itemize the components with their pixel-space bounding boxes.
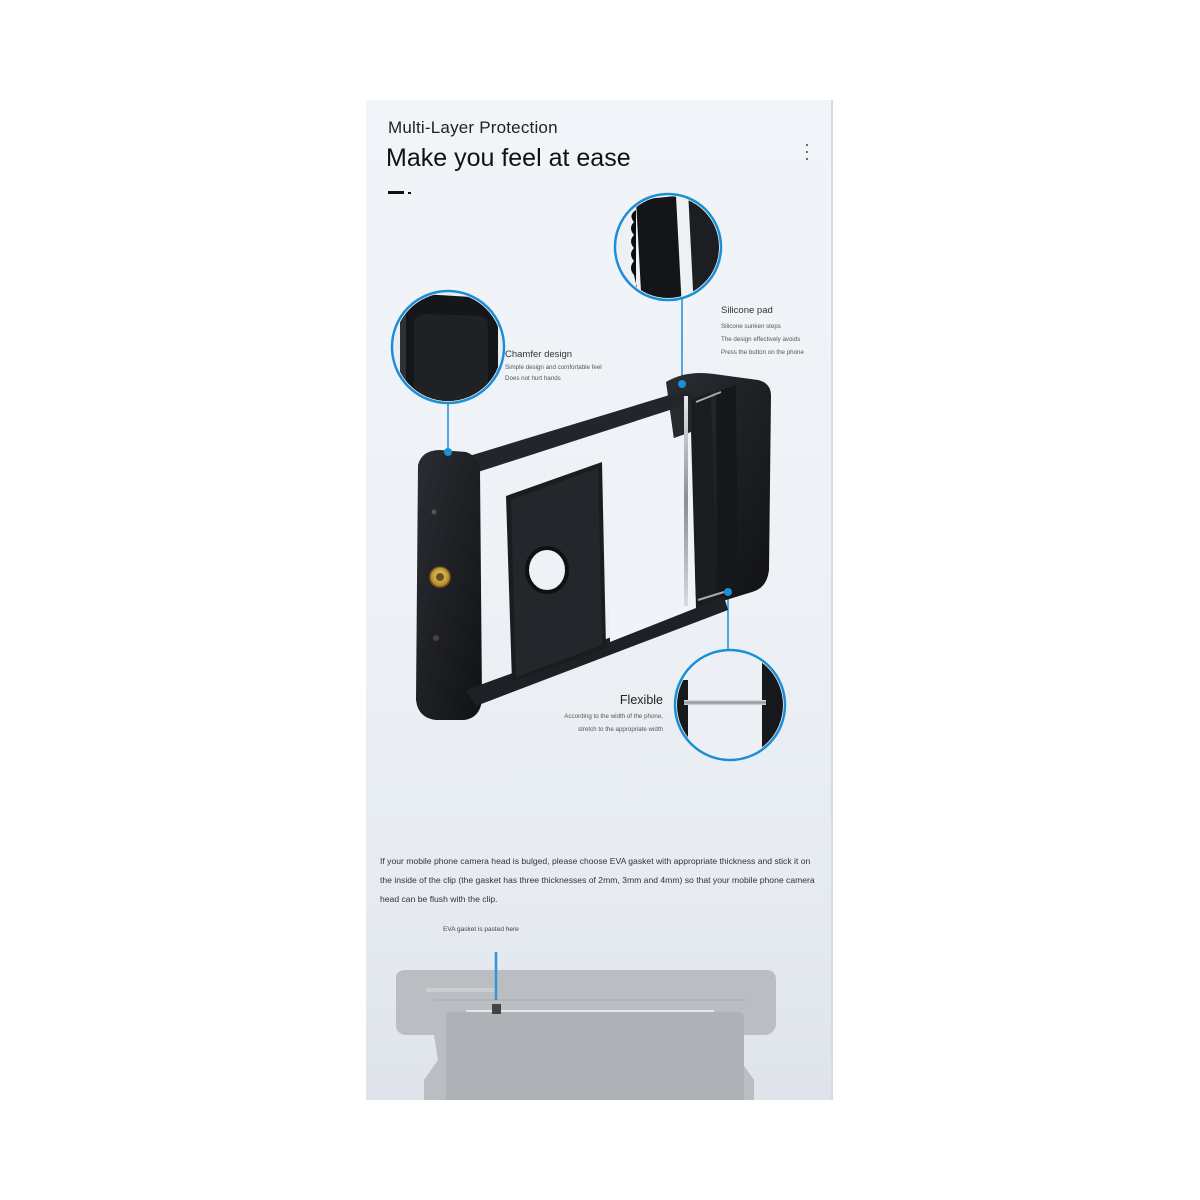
silicone-callout: Silicone pad Silicone sunken steps The d…	[721, 305, 804, 359]
silicone-line-3: Press the button on the phone	[721, 349, 804, 356]
product-panel: Multi-Layer Protection Make you feel at …	[366, 100, 833, 1100]
section-title: Make you feel at ease	[386, 144, 631, 172]
chamfer-line-1: Simple design and comfortable feel	[505, 364, 602, 371]
title-underline	[388, 191, 404, 194]
callout-connectors	[447, 296, 729, 653]
flexible-title: Flexible	[619, 693, 663, 707]
flexible-line-2: stretch to the appropriate width	[578, 726, 663, 733]
section-subtitle: Multi-Layer Protection	[388, 118, 558, 137]
flexible-callout: Flexible According to the width of the p…	[548, 693, 663, 736]
chamfer-callout: Chamfer design Simple design and comfort…	[505, 349, 602, 384]
title-underline-dot	[408, 192, 411, 194]
silicone-pad-magnifier	[613, 192, 723, 302]
silicone-title: Silicone pad	[721, 305, 773, 316]
panel-edge	[831, 100, 833, 1100]
more-vertical-icon[interactable]	[804, 144, 810, 160]
gasket-label: EVA gasket is pasted here	[443, 926, 519, 933]
gasket-illustration	[396, 952, 776, 1100]
flexible-line-1: According to the width of the phone,	[564, 713, 663, 720]
chamfer-title: Chamfer design	[505, 349, 573, 360]
chamfer-magnifier	[390, 289, 506, 405]
silicone-line-1: Silicone sunken steps	[721, 323, 781, 330]
silicone-line-2: The design effectively avoids	[721, 336, 801, 343]
flexible-magnifier	[673, 648, 787, 762]
chamfer-line-2: Does not hurt hands	[505, 375, 561, 382]
product-illustration	[390, 192, 787, 1100]
camera-bump-note: If your mobile phone camera head is bulg…	[380, 856, 815, 904]
phone-clip	[416, 373, 771, 720]
